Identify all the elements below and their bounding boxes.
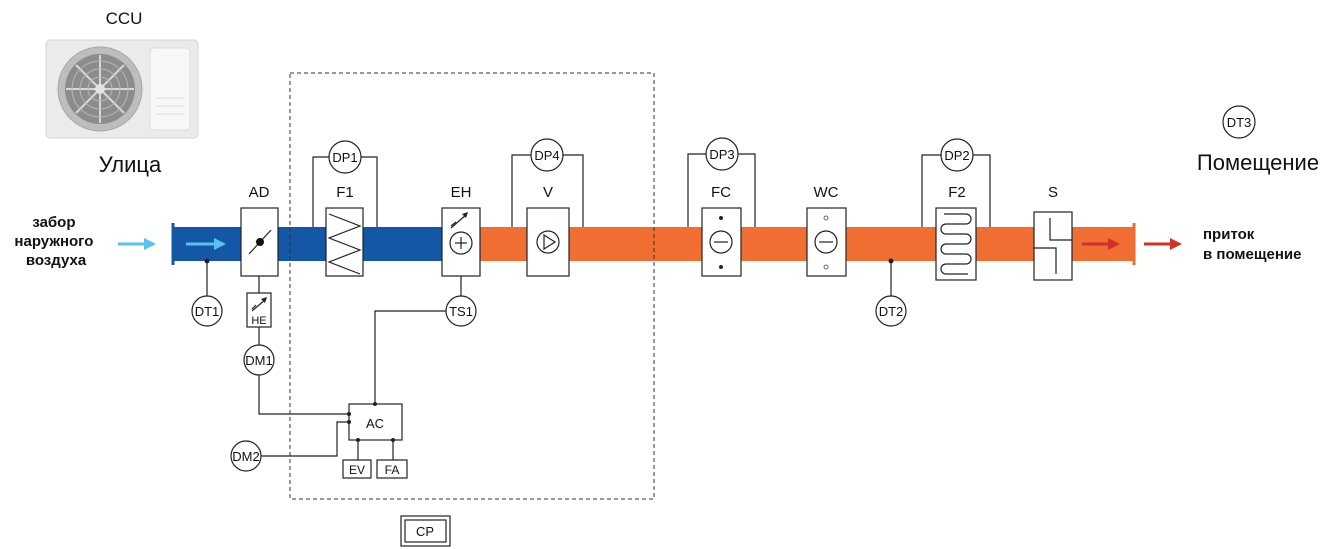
f2-filter [935, 207, 977, 281]
dt1-sensor: DT1 [191, 258, 223, 327]
cp-label: CP [416, 524, 434, 539]
f2-label: F2 [948, 184, 966, 201]
dm2-label: DM2 [232, 449, 259, 464]
s-label: S [1048, 184, 1058, 201]
f1-filter [325, 207, 364, 277]
ahu-boundary [289, 72, 655, 500]
cp-panel: CP [400, 515, 451, 547]
he-label: HE [251, 315, 266, 327]
duct-inlet-arrow [186, 238, 226, 250]
ts1-sensor: TS1 [445, 295, 477, 327]
ad-label: AD [249, 184, 270, 201]
ev-label: EV [349, 463, 365, 477]
dt1-label: DT1 [195, 304, 220, 319]
supply-label: приток в помещение [1203, 226, 1301, 263]
eh-heater [441, 207, 481, 277]
f1-label: F1 [336, 184, 354, 201]
dt3-sensor: DT3 [1222, 105, 1256, 139]
dp1-label: DP1 [332, 150, 357, 165]
supply-arrow [1144, 238, 1182, 250]
wc-coil [806, 207, 847, 277]
v-label: V [543, 184, 553, 201]
dt3-label: DT3 [1227, 115, 1252, 130]
intake-label: забор наружного воздуха [14, 214, 97, 269]
zone-outside-label: Улица [99, 152, 162, 177]
v-fan [526, 207, 570, 277]
dp4-label: DP4 [534, 148, 559, 163]
ad-damper [240, 207, 279, 277]
dm2-sensor: DM2 [230, 440, 262, 472]
intake-label-line-2: наружного [14, 233, 93, 250]
dp4-loop: DP4 [511, 138, 584, 227]
dt2-label: DT2 [879, 304, 904, 319]
s-silencer [1033, 211, 1073, 281]
intake-arrow [118, 238, 156, 250]
ev-box: EV [342, 459, 372, 479]
dp2-label: DP2 [944, 148, 969, 163]
ac-controller: AC [348, 403, 403, 441]
fc-coil [701, 207, 742, 277]
wc-label: WC [814, 184, 839, 201]
eh-label: EH [451, 184, 472, 201]
dp3-label: DP3 [709, 147, 734, 162]
dm1-label: DM1 [245, 353, 272, 368]
dp2-loop: DP2 [921, 138, 991, 227]
supply-label-line-2: в помещение [1203, 246, 1301, 263]
ts1-label: TS1 [449, 304, 473, 319]
ac-label: AC [366, 416, 384, 431]
intake-label-line-1: забор [32, 214, 75, 231]
dm1-sensor: DM1 [243, 344, 275, 376]
fa-box: FA [376, 459, 408, 479]
dt2-sensor: DT2 [875, 258, 907, 327]
ccu-label: CCU [106, 9, 143, 28]
he-actuator: HE [246, 276, 272, 328]
duct-outlet-arrow [1082, 238, 1120, 250]
intake-label-line-3: воздуха [26, 252, 87, 269]
fc-label: FC [711, 184, 731, 201]
supply-label-line-1: приток [1203, 226, 1255, 243]
dp1-loop: DP1 [312, 140, 378, 227]
zone-room-label: Помещение [1197, 150, 1319, 175]
ccu-unit-image [45, 39, 199, 139]
dp3-loop: DP3 [687, 137, 756, 227]
fa-label: FA [385, 463, 400, 477]
